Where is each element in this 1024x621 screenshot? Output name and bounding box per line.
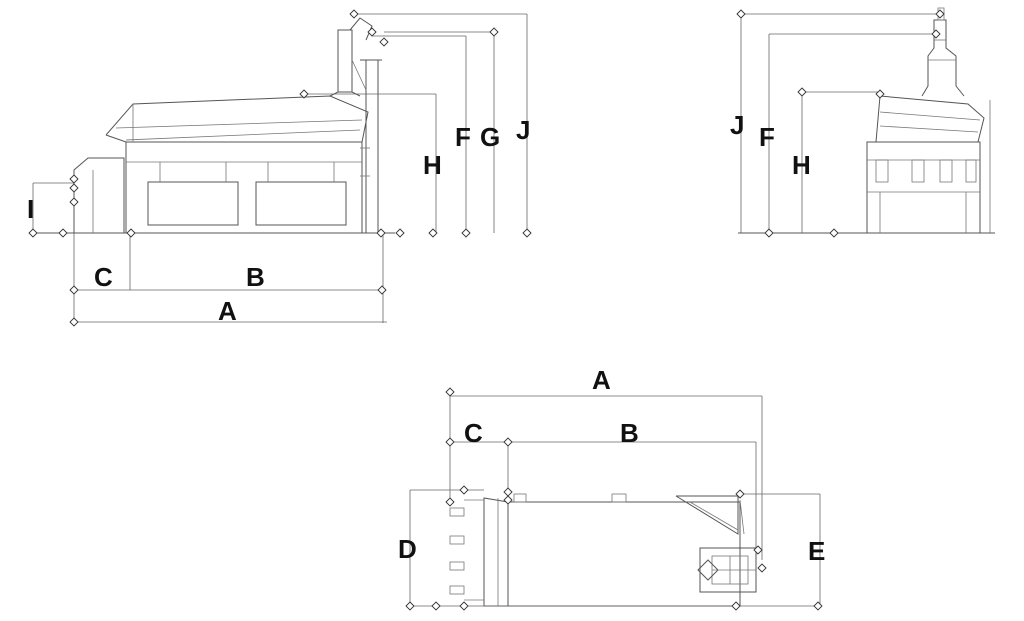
end-label-h: H: [792, 150, 811, 180]
label-j: J: [516, 115, 530, 145]
label-h: H: [423, 150, 442, 180]
top-label-e: E: [808, 536, 825, 566]
label-g: G: [480, 122, 500, 152]
end-label-j: J: [730, 110, 744, 140]
end-view: J F H: [730, 7, 995, 238]
label-i: I: [27, 194, 34, 224]
end-label-f: F: [759, 122, 775, 152]
label-c: C: [94, 262, 113, 292]
label-b: B: [246, 262, 265, 292]
top-label-b: B: [620, 418, 639, 448]
top-label-c: C: [464, 418, 483, 448]
label-a: A: [218, 296, 237, 326]
top-label-a: A: [592, 365, 611, 395]
label-f: F: [455, 122, 471, 152]
top-label-d: D: [398, 534, 417, 564]
top-view: A C B D E: [398, 365, 825, 611]
side-view: I C B A H F G J: [27, 9, 532, 327]
